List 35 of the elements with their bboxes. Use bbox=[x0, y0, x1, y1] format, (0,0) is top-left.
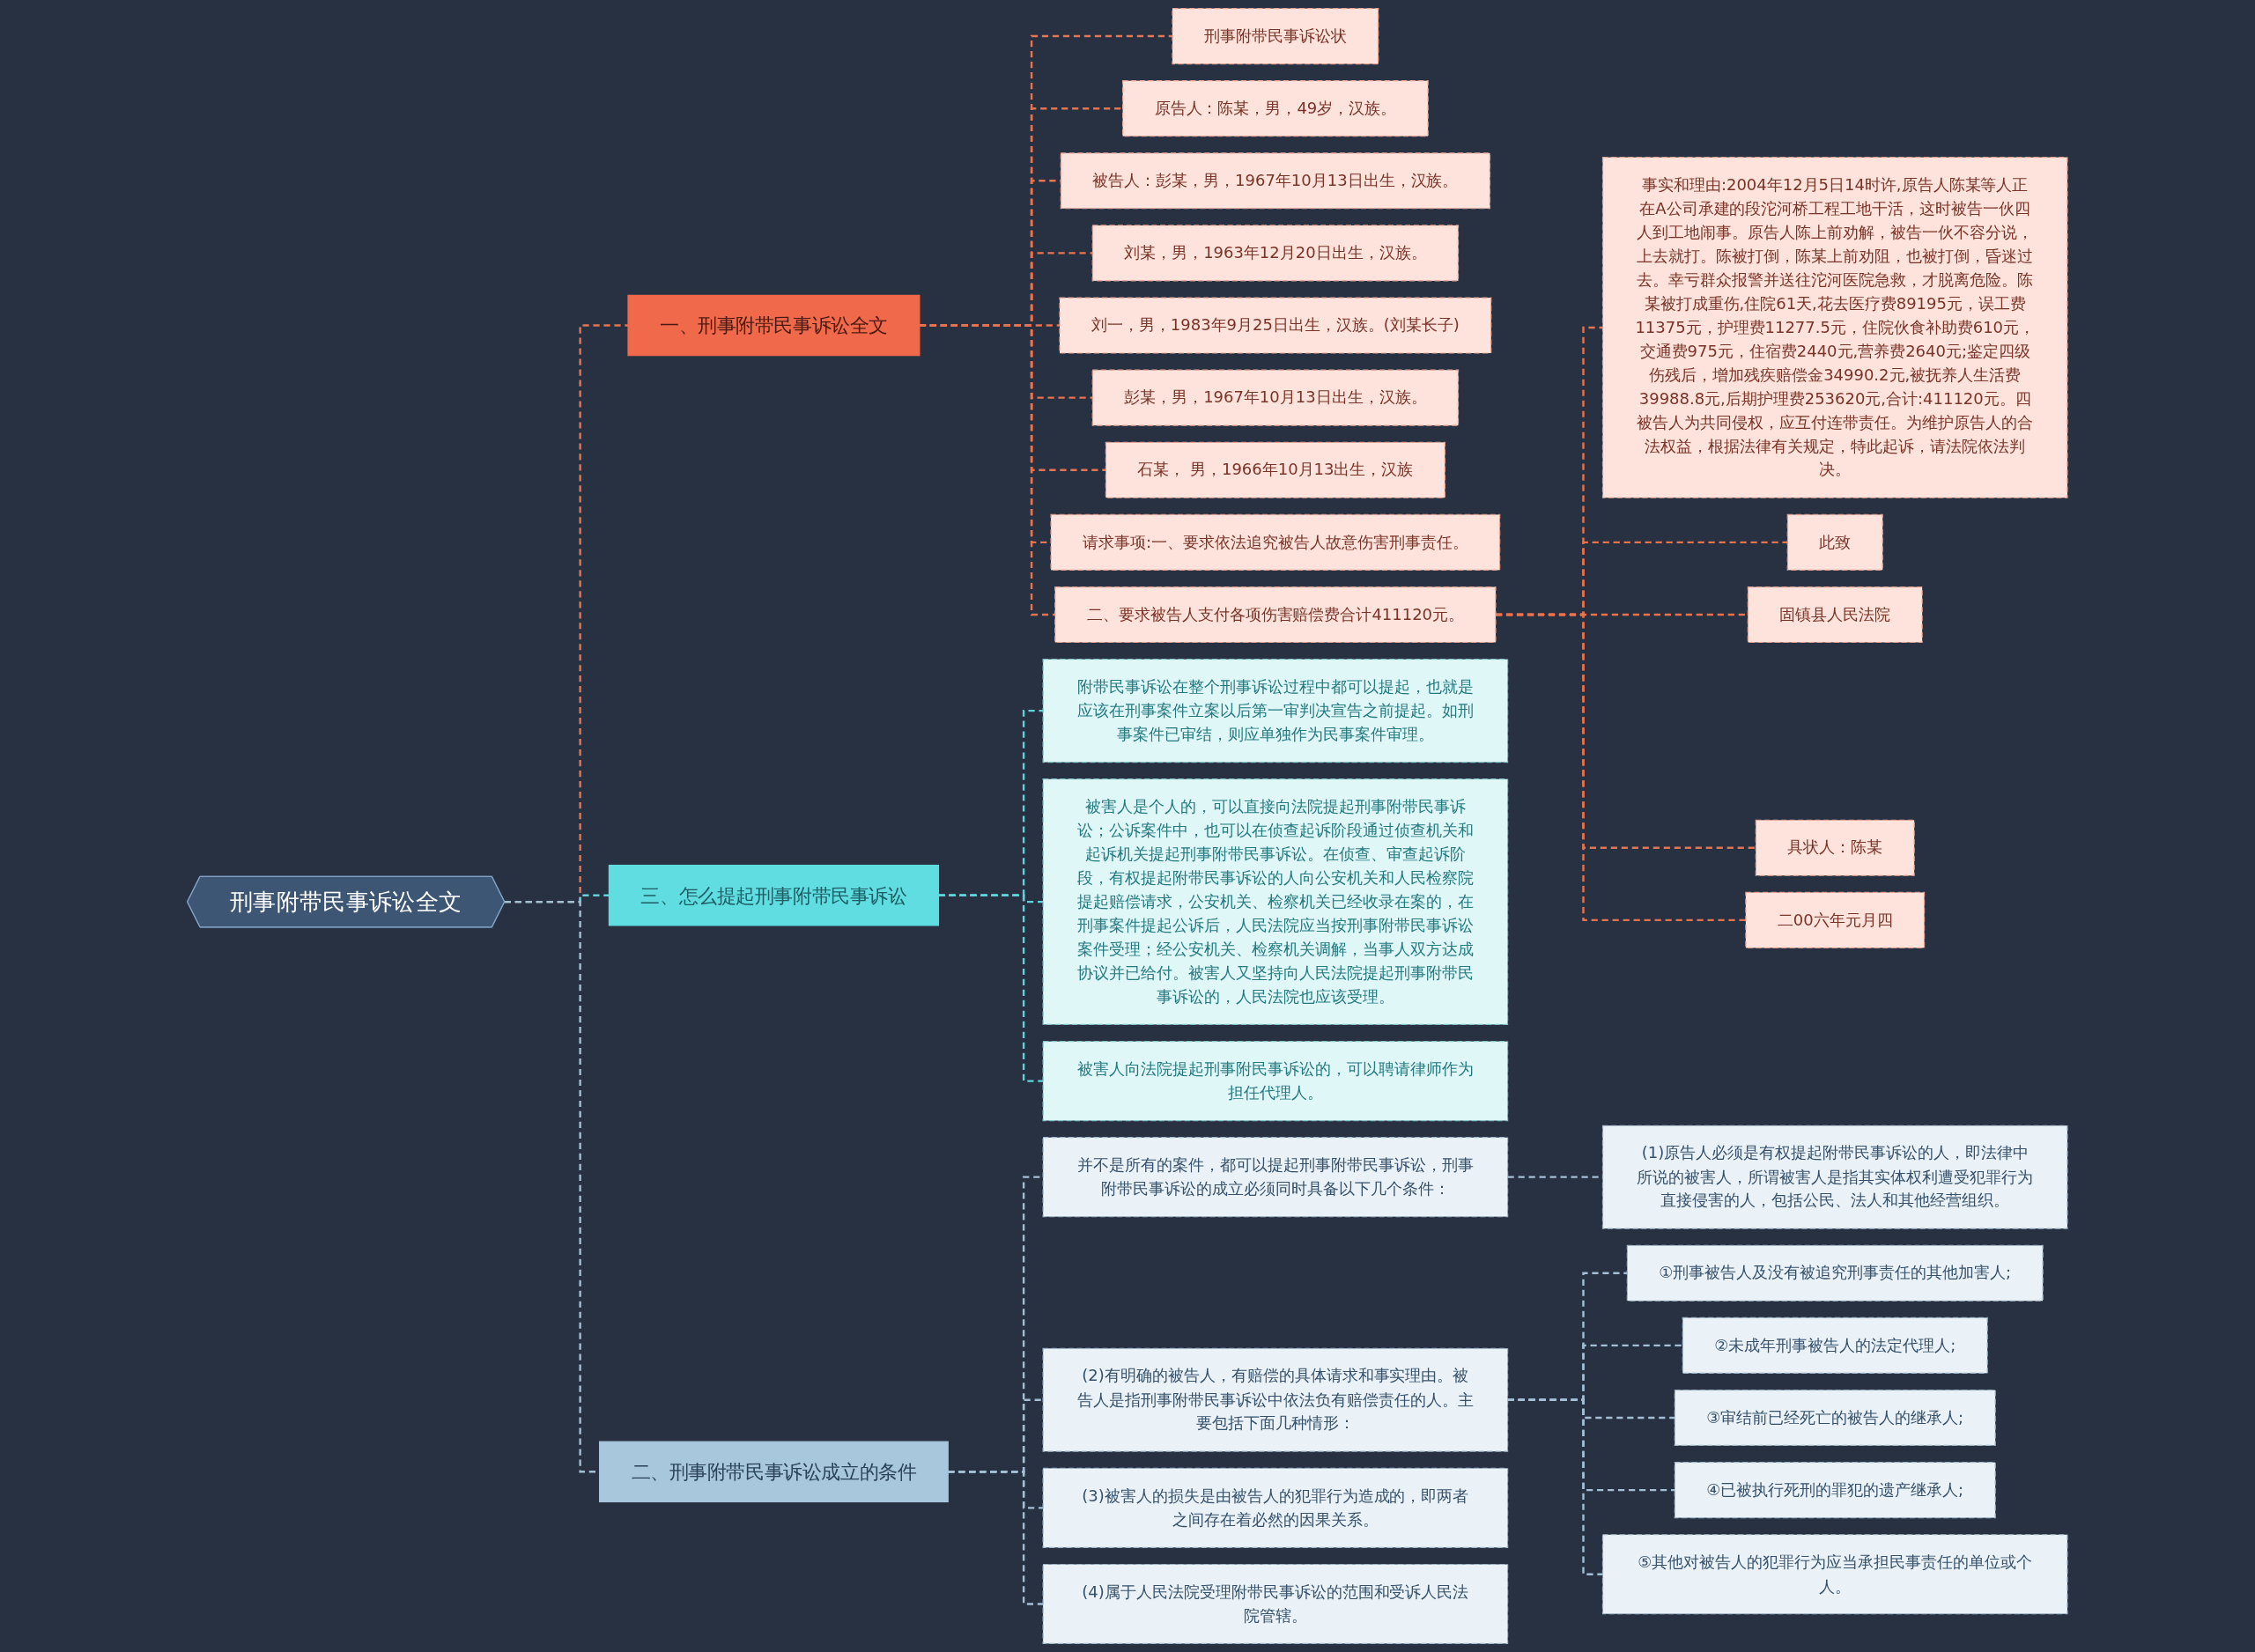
node-box: 被害人是个人的，可以直接向法院提起刑事附带民事诉讼；公诉案件中，也可以在侦查起诉阶段通过侦查机关和起诉机关提起刑事附带民事诉讼。在侦查、审查起诉阶段，有权提起附带民事诉讼的人向公安机关和人民检察院提起赔偿请求，公安机关、检察机关已经收录在案的，在刑事案件提起公诉后，人民法院应当按刑事附带民事诉讼案件受理；经公安机关、检察机关调解，当事人双方达成协议并已给付。被害人又坚持向人民法院提起刑事附带民事诉讼的，人民法院也应该受理。 bbox=[1042, 778, 1509, 1026]
node-box: ①刑事被告人及没有被追究刑事责任的其他加害人; bbox=[1627, 1244, 2044, 1302]
node-box: 二、刑事附带民事诉讼成立的条件 bbox=[599, 1441, 950, 1503]
node-box: 事实和理由:2004年12月5日14时许,原告人陈某等人正在A公司承建的段沱河桥工程工地干活，这时被告一伙四人到工地闹事。原告人陈上前劝解，被告一伙不容分说，上去就打。陈被打倒，陈某上前劝阻，也被打倒，昏迷过去。幸亏群众报警并送往沱河医院急救，才脱离危险。陈某被打成重伤,住院61天,花去医疗费89195元，误工费11375元，护理费11277.5元，住院伙食补助费610元，交通费975元，住宿费2440元,营养费2640元;鉴定四级伤残后，增加残疾赔偿金34990.2元,被抚养人生活费39988.8元,后期护理费253620元,合计:411120元。四被告人为共同侵权，应互付连带责任。为维护原告人的合法权益，根据法律有关规定，特此起诉，请法院依法判决。 bbox=[1602, 157, 2068, 498]
node-box: (1)原告人必须是有权提起附带民事诉讼的人，即法律中所说的被害人，所谓被害人是指其实体权利遭受犯罪行为直接侵害的人，包括公民、法人和其他经营组织。 bbox=[1602, 1125, 2068, 1229]
node-box: 被告人：彭某，男，1967年10月13日出生，汉族。 bbox=[1060, 152, 1491, 210]
node-box: ④已被执行死刑的罪犯的遗产继承人; bbox=[1674, 1462, 1996, 1519]
node-box: 刘某，男，1963年12月20日出生，汉族。 bbox=[1091, 225, 1460, 282]
node-box: 原告人：陈某，男，49岁，汉族。 bbox=[1122, 80, 1429, 137]
node-box: 一、刑事附带民事诉讼全文 bbox=[627, 294, 920, 357]
node-box: 二00六年元月四 bbox=[1745, 891, 1926, 948]
node-box: 二、要求被告人支付各项伤害赔偿费合计411120元。 bbox=[1054, 586, 1497, 644]
node-box: (2)有明确的被告人，有赔偿的具体请求和事实理由。被告人是指刑事附带民事诉讼中依法负有赔偿责任的人。主要包括下面几种情形： bbox=[1042, 1347, 1509, 1452]
node-box: 请求事项:一、要求依法追究被告人故意伤害刑事责任。 bbox=[1050, 513, 1501, 571]
connector bbox=[1496, 613, 1747, 922]
node-box: 被害人向法院提起刑事附民事诉讼的，可以聘请律师作为担任代理人。 bbox=[1042, 1041, 1509, 1122]
connector bbox=[948, 1471, 1044, 1605]
node-box: (4)属于人民法院受理附带民事诉讼的范围和受诉人民法院管辖。 bbox=[1042, 1563, 1509, 1644]
node-box: 刑事附带民事诉讼状 bbox=[1172, 8, 1379, 65]
node-box: 附带民事诉讼在整个刑事诉讼过程中都可以提起，也就是应该在刑事案件立案以后第一审判决宣告之前提起。如刑事案件已审结，则应单独作为民事案件审理。 bbox=[1042, 659, 1509, 763]
node-box: 三、怎么提起刑事附带民事诉讼 bbox=[609, 864, 940, 926]
node-box: 刘一，男，1983年9月25日出生，汉族。(刘某长子) bbox=[1059, 297, 1492, 354]
node-box: (3)被害人的损失是由被告人的犯罪行为造成的，即两者之间存在着必然的因果关系。 bbox=[1042, 1467, 1509, 1548]
node-box: ②未成年刑事被告人的法定代理人; bbox=[1682, 1316, 1988, 1374]
node-box: 彭某，男，1967年10月13日出生，汉族。 bbox=[1091, 369, 1460, 426]
node-box: ③审结前已经死亡的被告人的继承人; bbox=[1674, 1389, 1996, 1447]
connector bbox=[1507, 1398, 1603, 1575]
node-box: 石某， 男，1966年10月13出生，汉族 bbox=[1105, 441, 1446, 498]
node-box: 此致 bbox=[1786, 513, 1883, 571]
node-box: 并不是所有的案件，都可以提起刑事附带民事诉讼，刑事附带民事诉讼的成立必须同时具备以下几个条件： bbox=[1042, 1137, 1509, 1218]
connector bbox=[920, 324, 1055, 616]
node-box: ⑤其他对被告人的犯罪行为应当承担民事责任的单位或个人。 bbox=[1602, 1534, 2068, 1615]
node-box: 固镇县人民法院 bbox=[1747, 586, 1923, 644]
connector bbox=[938, 894, 1044, 1082]
node-box: 具状人：陈某 bbox=[1755, 819, 1915, 876]
